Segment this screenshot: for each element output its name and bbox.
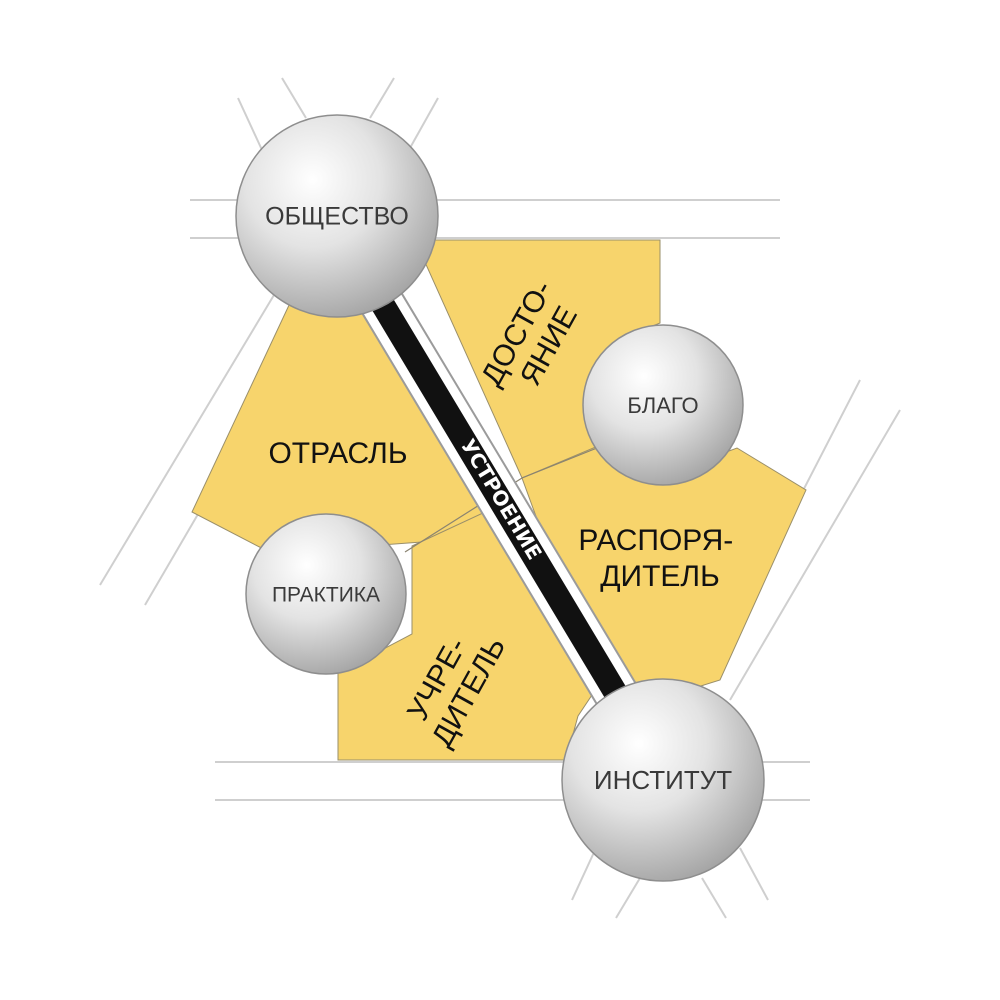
node-good-label: БЛАГО (627, 393, 698, 418)
zone-label-manager-line2: ДИТЕЛЬ (600, 560, 720, 593)
ray (701, 877, 727, 919)
node-good-sphere (582, 324, 744, 486)
node-society-label: ОБЩЕСТВО (265, 203, 409, 231)
node-society-sphere (235, 114, 439, 318)
node-institute-label: ИНСТИТУТ (594, 765, 732, 795)
ray (281, 77, 307, 119)
divider-line (404, 445, 603, 553)
ray (369, 77, 395, 119)
node-practice-label: ПРАКТИКА (272, 584, 380, 607)
zone-label-industry: ОТРАСЛЬ (268, 437, 407, 470)
zone-label-manager-line1: РАСПОРЯ- (578, 524, 733, 557)
node-society: ОБЩЕСТВО (235, 114, 439, 318)
ray (409, 97, 439, 149)
ray (571, 847, 597, 901)
ray (237, 97, 263, 151)
ray (615, 877, 641, 919)
ray (739, 847, 769, 901)
right-road-edge (729, 409, 901, 701)
left-road-edge (99, 259, 296, 586)
zone-label-manager: РАСПОРЯ- ДИТЕЛЬ (578, 524, 741, 593)
zone-labels: ОТРАСЛЬ ДОСТО- ЯНИЕ РАСПОРЯ- ДИТЕЛЬ УЧРЕ… (268, 275, 741, 752)
node-institute: ИНСТИТУТ (561, 678, 765, 882)
node-good: БЛАГО (582, 324, 744, 486)
node-institute-sphere (561, 678, 765, 882)
node-practice-sphere (245, 513, 407, 675)
node-practice: ПРАКТИКА (245, 513, 407, 675)
central-road-stripe (369, 293, 631, 707)
